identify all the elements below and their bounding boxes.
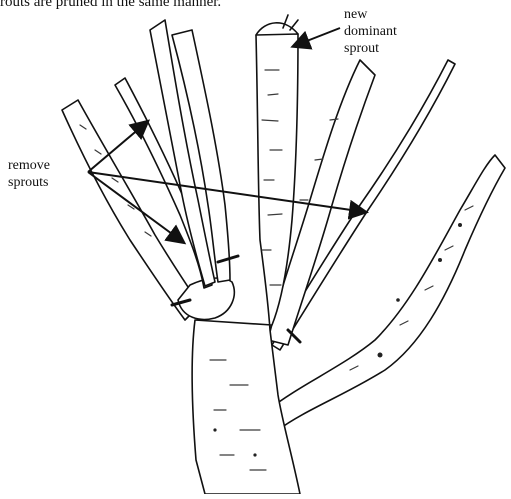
- arrow-new-sprout: [294, 28, 340, 46]
- label-remove-sprouts: remove sprouts: [8, 157, 50, 191]
- label-line: dominant: [344, 23, 397, 40]
- label-line: new: [344, 6, 397, 23]
- label-line: sprout: [344, 40, 397, 57]
- label-line: sprouts: [8, 174, 50, 191]
- figure-caption-fragment: routs are pruned in the same manner.: [0, 0, 221, 10]
- label-new-dominant-sprout: new dominant sprout: [344, 6, 397, 57]
- label-line: remove: [8, 157, 50, 174]
